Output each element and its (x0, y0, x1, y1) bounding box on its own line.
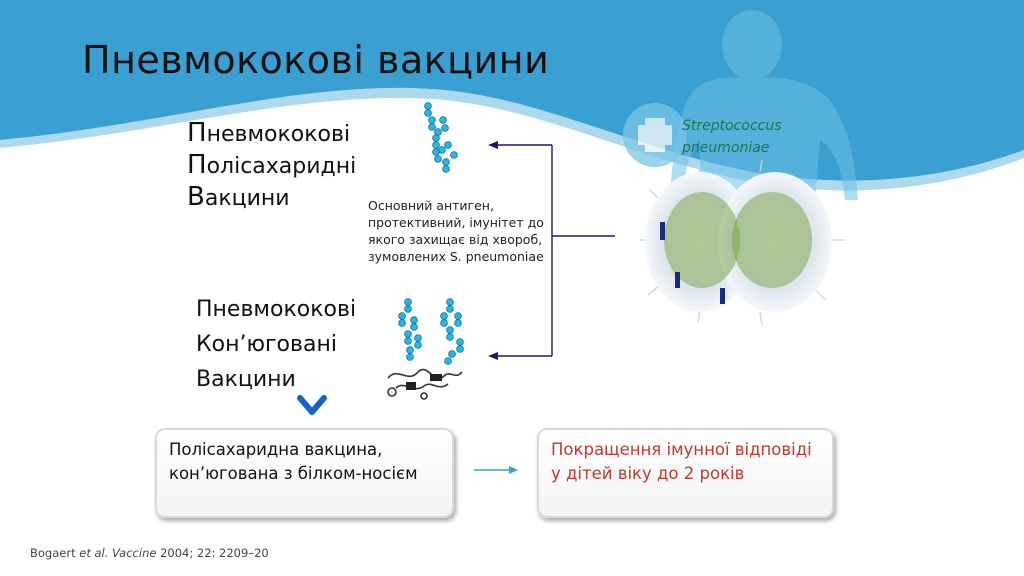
ppv-initial-1: П (187, 118, 207, 148)
pcv-line-2: Кон’юговані (196, 327, 356, 362)
page-title: Пневмококові вакцини (82, 38, 550, 82)
citation-etal: et al. (79, 546, 109, 560)
pcv-initial-2: К (196, 332, 212, 357)
ppv-line-3: Вакцини (187, 182, 356, 214)
pcv-acronym-block: Пневмококові Кон’юговані Вакцини (196, 292, 356, 397)
streptococcus-bacterium-image (640, 159, 845, 326)
citation-authors: Bogaert (30, 546, 80, 560)
ppv-acronym-block: Пневмококові Полісахаридні Вакцини (187, 118, 356, 214)
connector-arrows (488, 141, 615, 360)
ppv-rest-3: акцини (204, 186, 290, 211)
bacterium-label-species: pneumoniae (682, 140, 770, 156)
pcv-initial-3: В (196, 367, 212, 392)
immune-response-text: Покращення імунної відповіді у дітей вік… (551, 440, 812, 483)
polysaccharide-chain-icon (424, 102, 458, 173)
conjugate-vaccine-text: Полісахаридна вакцина, кон’югована з біл… (169, 440, 418, 483)
pcv-initial-1: П (196, 297, 213, 322)
person-silhouette-icon (670, 10, 858, 200)
down-chevron-icon (297, 395, 327, 415)
ppv-line-2: Полісахаридні (187, 150, 356, 182)
ppv-initial-3: В (187, 182, 205, 212)
result-arrow (474, 466, 518, 474)
ppv-line-1: Пневмококові (187, 118, 356, 150)
ppv-rest-1: невмококові (206, 122, 351, 147)
header-wave (0, 0, 1024, 181)
citation: Bogaert et al. Vaccine 2004; 22: 2209–20 (30, 546, 269, 560)
bacterium-label: Streptococcus pneumoniae (682, 115, 782, 159)
bacterium-label-genus: Streptococcus (682, 118, 782, 134)
pcv-rest-3: акцини (211, 367, 296, 392)
pcv-rest-1: невмококові (212, 297, 357, 322)
pcv-line-3: Вакцини (196, 362, 356, 397)
antigen-description: Основний антиген, протективний, імунітет… (368, 198, 544, 264)
citation-details: 2004; 22: 2209–20 (156, 546, 269, 560)
ppv-initial-2: П (187, 150, 207, 180)
medical-shield-icon (623, 103, 687, 167)
pcv-rest-2: он’юговані (211, 332, 337, 357)
conjugate-vaccine-box: Полісахаридна вакцина, кон’югована з біл… (155, 428, 454, 518)
immune-response-box: Покращення імунної відповіді у дітей вік… (537, 428, 834, 518)
citation-journal: Vaccine (112, 546, 157, 560)
conjugate-vaccine-icon (387, 298, 464, 400)
ppv-rest-2: олісахаридні (206, 154, 357, 179)
pcv-line-1: Пневмококові (196, 292, 356, 327)
